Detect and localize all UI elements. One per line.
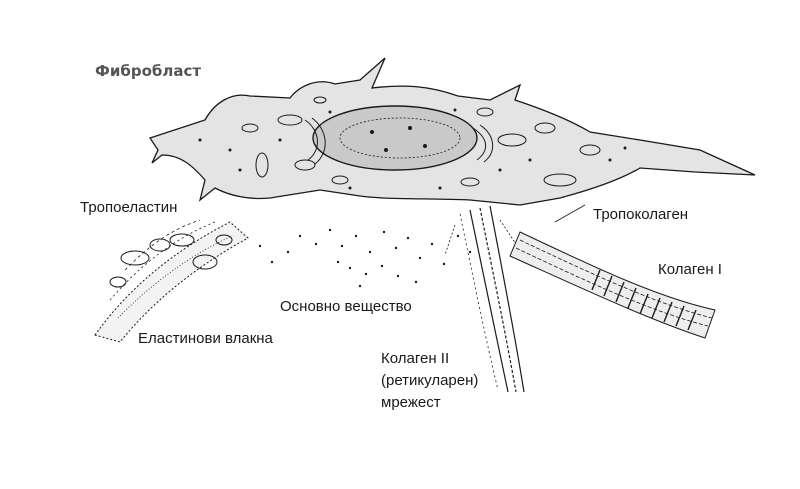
- fibroblast-cell-drawing: [148, 57, 756, 206]
- label-collagen-2-line1: Колаген II: [381, 350, 450, 367]
- label-ground-substance: Основно вещество: [280, 298, 412, 315]
- collagen-1-drawing: [509, 204, 716, 339]
- label-collagen-2-line2: (ретикуларен): [381, 372, 479, 389]
- label-tropocollagen: Тропоколаген: [593, 206, 689, 223]
- label-collagen-1: Колаген I: [658, 261, 722, 278]
- ground-substance-drawing: [258, 228, 472, 288]
- label-tropoelastin: Тропоеластин: [80, 199, 178, 216]
- collagen-2-drawing: [444, 205, 525, 393]
- elastic-fibers-drawing: [94, 219, 249, 343]
- label-elastic-fibers: Еластинови влакна: [138, 330, 273, 347]
- label-collagen-2-line3: мрежест: [381, 394, 441, 411]
- diagram-title: Фибробласт: [95, 62, 202, 80]
